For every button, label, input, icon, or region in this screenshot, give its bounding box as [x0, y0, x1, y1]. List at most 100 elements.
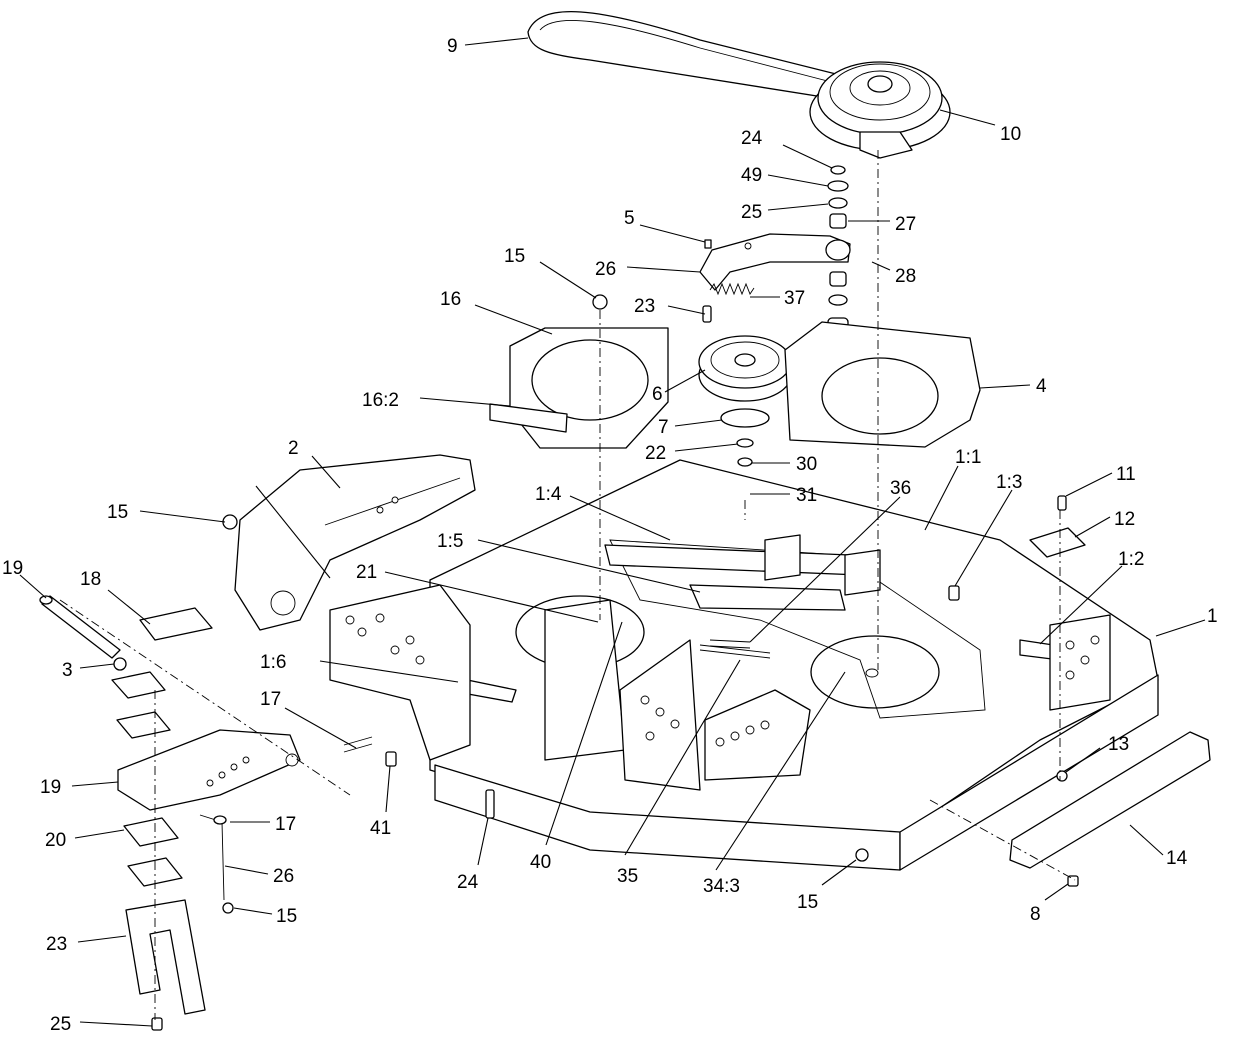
callout-23: 23	[46, 934, 67, 955]
leader-14	[1129, 824, 1164, 856]
leader-4	[979, 384, 1031, 389]
callout-24: 24	[457, 872, 479, 893]
callout-22: 20	[45, 830, 66, 851]
idler-pulley	[698, 335, 792, 402]
callout-1: 1	[1207, 606, 1218, 627]
callout-14: 14	[1166, 848, 1188, 869]
leader-41	[767, 174, 829, 187]
bolt-5	[704, 239, 712, 249]
callout-1-5: 1:5	[437, 531, 463, 552]
callout-15-arm: 15	[107, 502, 128, 523]
pin-37	[709, 639, 751, 649]
leader-49	[255, 485, 331, 579]
callout-41: 49	[741, 165, 762, 186]
callout-11: 11	[1116, 464, 1136, 485]
nut-15-plate	[592, 294, 608, 310]
leader-8	[464, 37, 529, 46]
callout-1-3: 1:3	[996, 472, 1022, 493]
callout-34-3: 28	[895, 266, 916, 287]
callout-2: 2	[288, 438, 299, 459]
callout-7: 7	[658, 417, 669, 438]
washer-17	[213, 815, 227, 825]
electric-clutch-pulley	[809, 61, 951, 159]
rear-bar	[604, 534, 881, 596]
nut-13	[1056, 770, 1068, 782]
deck-bracket-front	[704, 689, 811, 781]
leader-7	[674, 419, 723, 427]
leader-1-2	[1039, 565, 1123, 645]
bushing-1-3	[948, 585, 960, 601]
spindle-mount-plate-right	[784, 321, 981, 448]
u-bracket-23	[125, 899, 206, 1015]
callout-34-2: 27	[895, 214, 916, 235]
pivot-bracket-19	[117, 729, 301, 811]
skid-rail-14	[1009, 731, 1211, 869]
assembly-center-lines	[59, 150, 1076, 1020]
callout-27: 21	[356, 562, 377, 583]
leader-36	[624, 659, 741, 856]
callout-19: 19	[40, 777, 61, 798]
bolt-9	[1067, 875, 1079, 887]
leader-24	[477, 817, 489, 866]
nut-15-bottom	[855, 848, 869, 862]
leader-1-4	[569, 495, 671, 541]
leader-25	[79, 1021, 153, 1027]
callout-34: 26	[595, 259, 616, 280]
pad-12	[1029, 527, 1086, 558]
callout-21: 19	[2, 558, 23, 579]
leader-34	[626, 266, 701, 273]
callout-35: 34:3	[703, 876, 740, 897]
decal-20	[139, 607, 213, 641]
deck-bracket-center	[544, 599, 701, 791]
callout-30: 30	[796, 454, 817, 475]
callout-labels: 9 10 24 49 25 27 5 26 28 15 37 23 16 4 6…	[2, 36, 1218, 1035]
callout-12: 12	[1114, 509, 1135, 530]
leader-35	[715, 671, 846, 871]
leader-1-3	[954, 489, 1013, 587]
spindle-mount-plate-left	[489, 327, 669, 449]
callout-1-1: 1:1	[955, 447, 981, 468]
callout-33: 25	[741, 202, 762, 223]
callout-32: 24	[741, 128, 763, 149]
bolt-25	[151, 1017, 163, 1031]
leader-19	[71, 781, 119, 787]
leader-12	[1074, 516, 1111, 538]
callout-17: 17	[275, 814, 296, 835]
pivot-rod	[39, 595, 121, 659]
leader-20	[107, 589, 151, 625]
leader-15-bottom	[821, 859, 857, 886]
callout-18: 17	[260, 689, 281, 710]
leader-3	[79, 663, 115, 669]
bolt-11	[1057, 495, 1067, 511]
leader-5	[639, 224, 706, 243]
callout-25: 25	[50, 1014, 71, 1035]
leader-2	[311, 455, 341, 489]
callout-36: 35	[617, 866, 638, 887]
rod-26	[199, 814, 225, 901]
deck-lift-arm	[234, 454, 476, 631]
callout-1-2: 1:2	[1118, 549, 1144, 570]
leader-9	[1044, 883, 1069, 901]
leader-6	[664, 369, 706, 393]
callout-16-2: 16:2	[362, 390, 399, 411]
callout-5: 5	[624, 208, 635, 229]
callout-29: 22	[645, 443, 666, 464]
leader-1-6	[319, 660, 459, 683]
hitch-pin-18	[343, 736, 373, 753]
callout-6: 6	[652, 384, 663, 405]
leader-15-arm	[139, 510, 226, 523]
callout-31: 31	[796, 485, 817, 506]
nut-3	[113, 657, 127, 671]
nut-15-arm	[222, 514, 238, 530]
callout-37: 36	[890, 478, 911, 499]
bolt-40	[385, 751, 397, 767]
leader-21	[19, 574, 47, 599]
leader-22	[74, 829, 125, 839]
callout-1-6: 1:6	[260, 652, 286, 673]
callout-8: 9	[447, 36, 458, 57]
callout-39: 40	[530, 852, 551, 873]
callout-9: 8	[1030, 904, 1041, 925]
bolt-24	[485, 789, 495, 819]
leader-28	[667, 305, 706, 315]
